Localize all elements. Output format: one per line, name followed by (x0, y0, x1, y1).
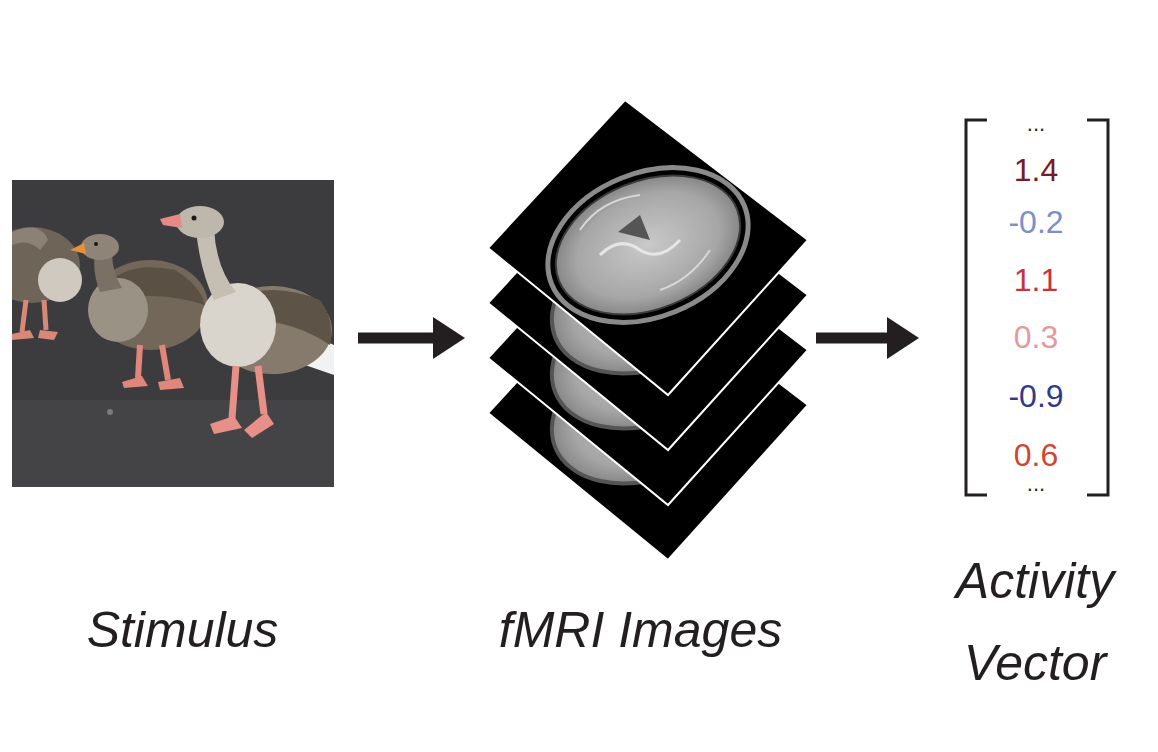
arrow-head (887, 317, 919, 359)
stage-box: fMRI Images (468, 95, 813, 670)
fmri-stack (488, 100, 808, 560)
arrow-shaft (816, 333, 889, 344)
arrow-head (433, 317, 465, 359)
stage-box: Stimulus (10, 180, 355, 670)
stimulus-photo (12, 180, 334, 487)
arrow-shaft (358, 333, 435, 344)
flow-arrow (358, 317, 465, 359)
vector-value: ... (981, 104, 1091, 144)
vector-value: -0.2 (981, 202, 1091, 242)
vector-value: 1.4 (981, 150, 1091, 190)
bracket (1087, 120, 1108, 495)
vector-value: -0.9 (981, 376, 1091, 416)
flow-arrow (816, 317, 919, 359)
vector-value: 1.1 (981, 260, 1091, 300)
stage-box: Activity Vector (922, 110, 1148, 725)
bracket (966, 120, 987, 495)
vector-value: 0.6 (981, 435, 1091, 475)
vector-value: 0.3 (981, 317, 1091, 357)
stage-caption: Stimulus (10, 600, 355, 660)
stage-caption: fMRI Images (468, 600, 813, 660)
vector-value: ... (981, 464, 1091, 504)
stage-caption: Activity Vector (922, 540, 1148, 704)
